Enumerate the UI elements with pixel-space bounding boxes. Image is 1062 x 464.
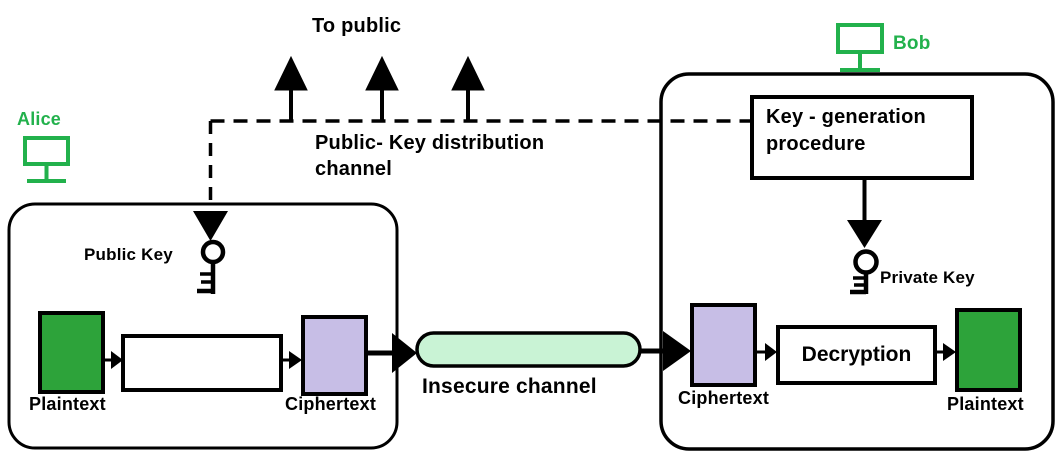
arrow-ciphertext-to-decryption-icon	[755, 343, 777, 361]
public-key-icon	[197, 239, 226, 294]
public-key-drop-arrowhead-icon	[193, 211, 228, 241]
alice-plaintext-label: Plaintext	[29, 394, 106, 414]
encryption-box	[121, 334, 283, 392]
public-key-label: Public Key	[84, 245, 173, 264]
alice-system-box	[7, 202, 399, 450]
bob-plaintext-label: Plaintext	[947, 394, 1024, 414]
key-generation-label: Key - generation procedure	[766, 106, 926, 155]
decryption-box	[776, 325, 937, 385]
arrow-ciphertext-to-channel-icon	[366, 333, 417, 373]
alice-plaintext-box	[38, 311, 105, 394]
bob-name-label: Bob	[893, 33, 931, 54]
bob-computer-icon	[836, 23, 884, 72]
private-key-label: Private Key	[880, 268, 975, 287]
to-public-label: To public	[312, 15, 402, 37]
alice-ciphertext-box	[301, 315, 368, 396]
decryption-label: Decryption	[801, 343, 912, 366]
arrow-decryption-to-plaintext-icon	[935, 343, 956, 361]
bob-ciphertext-box	[690, 303, 757, 387]
insecure-channel-label: Insecure channel	[422, 375, 597, 398]
alice-computer-icon	[23, 136, 70, 183]
arrow-encryption-to-ciphertext-icon	[281, 351, 302, 369]
arrow-plaintext-to-encryption-icon	[103, 351, 123, 369]
alice-ciphertext-label: Ciphertext	[285, 394, 377, 414]
arrow-channel-to-ciphertext-icon	[640, 331, 691, 371]
distribution-channel-label: Public- Key distribution channel	[315, 132, 545, 181]
insecure-channel-pill	[415, 331, 642, 368]
private-key-icon	[850, 249, 879, 295]
key-generation-box	[750, 95, 974, 180]
alice-name-label: Alice	[17, 109, 62, 129]
bob-plaintext-box	[955, 308, 1022, 392]
bob-ciphertext-label: Ciphertext	[678, 388, 770, 408]
keygen-down-arrow-icon	[847, 178, 882, 248]
to-public-arrows-icon	[274, 55, 485, 120]
